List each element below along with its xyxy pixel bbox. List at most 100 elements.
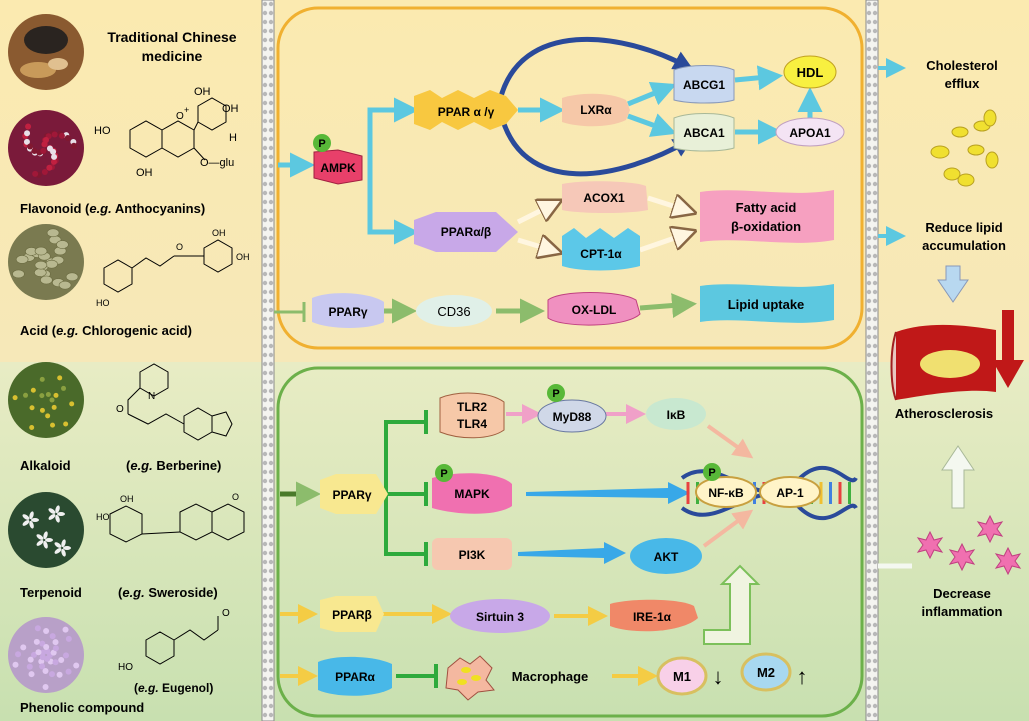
svg-text:Fatty acid: Fatty acid — [736, 200, 797, 215]
curve-arrow-bottom — [497, 109, 694, 177]
m2-up-arrow: ↑ — [797, 664, 808, 689]
svg-text:IκB: IκB — [667, 408, 686, 422]
svg-text:TLR4: TLR4 — [457, 417, 487, 431]
svg-text:AKT: AKT — [654, 550, 679, 564]
up-arrow-from-inflammation — [941, 445, 975, 509]
acid-label: Acid (e.g. Chlorogenic acid) — [20, 323, 192, 338]
phospho-mapk: P — [435, 464, 453, 482]
m1-down-arrow: ↓ — [713, 664, 724, 689]
svg-text:PPARβ: PPARβ — [332, 608, 372, 622]
node-cd36: CD36 — [416, 295, 492, 327]
alkaloid-photo — [8, 362, 84, 438]
node-acox1: ACOX1 — [562, 181, 648, 213]
node-oxldl: OX-LDL — [547, 292, 641, 326]
eugenol-label: (e.g. Eugenol) — [134, 681, 213, 695]
inflammation-stars — [916, 514, 1022, 576]
sweroside-structure — [109, 503, 245, 543]
macrophage-label: Macrophage — [512, 669, 589, 684]
chem-h: H — [229, 132, 237, 144]
anthocyanin-structure — [129, 97, 227, 161]
pi3k-to-akt-arrow — [518, 542, 626, 564]
svg-text:TLR2: TLR2 — [457, 400, 487, 414]
node-lipid-uptake: Lipid uptake — [700, 284, 834, 323]
node-abca1: ABCA1 — [673, 113, 735, 152]
chem-oh-9: HO — [96, 512, 110, 522]
chem-o-2: O — [116, 404, 124, 415]
blue-arrows — [278, 65, 823, 245]
node-ap1: AP-1 — [759, 476, 821, 508]
chem-o-plus: O — [176, 111, 184, 122]
artery-illustration — [890, 324, 996, 401]
membrane-right — [865, 0, 879, 721]
node-fatty-acid-oxidation: Fatty acid β-oxidation — [700, 190, 834, 243]
salmon-arrows — [702, 424, 754, 548]
cholesterol-efflux-2: efflux — [945, 76, 980, 91]
svg-text:M1: M1 — [673, 669, 691, 684]
atherosclerosis-down-arrow — [992, 310, 1024, 388]
svg-text:MyD88: MyD88 — [553, 410, 592, 424]
chem-oh-10: HO — [118, 662, 133, 673]
pparg-inhibition-branches — [384, 410, 438, 688]
phenolic-label: Phenolic compound — [20, 700, 144, 715]
chem-o-4: O — [222, 608, 230, 619]
svg-text:NF-κB: NF-κB — [708, 486, 744, 500]
decrease-inflammation-2: inflammation — [922, 604, 1003, 619]
svg-text:P: P — [552, 388, 559, 400]
lipid-droplets — [930, 109, 999, 187]
node-tlr: TLR2 TLR4 — [439, 392, 505, 439]
inflammation-background — [0, 362, 1029, 721]
outcome-arrows — [878, 58, 906, 246]
node-ire1a: IRE-1α — [610, 599, 698, 632]
coffee-beans-photo — [8, 224, 84, 300]
svg-text:M2: M2 — [757, 665, 775, 680]
svg-text:HDL: HDL — [797, 65, 824, 80]
svg-text:PPARα/β: PPARα/β — [441, 225, 491, 239]
open-arrows — [516, 198, 692, 252]
phospho-ampk: P — [313, 134, 331, 152]
atherosclerosis-label: Atherosclerosis — [895, 406, 993, 421]
node-pparg-lipid: PPARγ — [312, 293, 384, 328]
chem-oh-6: OH — [212, 228, 226, 238]
svg-text:ABCA1: ABCA1 — [683, 126, 725, 140]
svg-text:β-oxidation: β-oxidation — [731, 219, 801, 234]
svg-text:MAPK: MAPK — [454, 487, 490, 501]
chem-oh-2: OH — [194, 86, 211, 98]
membrane-left — [261, 0, 275, 721]
svg-text:P: P — [708, 467, 715, 479]
svg-text:PPARγ: PPARγ — [332, 488, 371, 502]
terpenoid-label: Terpenoid — [20, 585, 82, 600]
node-pparb: PPARβ — [320, 596, 384, 632]
node-m2: M2 — [740, 652, 792, 692]
mapk-to-nfkb-arrow — [526, 482, 690, 504]
chem-plus: + — [184, 105, 189, 115]
node-pi3k: PI3K — [432, 538, 512, 570]
svg-text:ACOX1: ACOX1 — [583, 191, 625, 205]
yellow-arrows — [280, 604, 658, 686]
ire1a-arrow — [703, 564, 761, 645]
node-ppar-ab: PPARα/β — [414, 212, 518, 252]
svg-text:P: P — [440, 468, 447, 480]
node-pparg-inflam: PPARγ — [320, 474, 388, 514]
lipid-pathway-box — [276, 6, 864, 350]
tcm-label-2: medicine — [142, 48, 203, 64]
alkaloid-label: Alkaloid — [20, 458, 71, 473]
node-myd88: MyD88 — [537, 399, 607, 433]
sweroside-label: (e.g. Sweroside) — [118, 585, 218, 600]
svg-text:PPAR α /γ: PPAR α /γ — [438, 105, 495, 119]
svg-text:APOA1: APOA1 — [789, 126, 831, 140]
node-nfkb: NF-κB — [695, 476, 757, 508]
svg-text:ABCG1: ABCG1 — [683, 78, 725, 92]
node-hdl: HDL — [783, 55, 837, 89]
reduce-lipid-2: accumulation — [922, 238, 1006, 253]
flavonoid-photo — [8, 110, 84, 186]
svg-text:LXRα: LXRα — [580, 103, 612, 117]
green-arrows — [384, 293, 697, 324]
node-m1: M1 — [656, 656, 708, 696]
decrease-inflammation-1: Decrease — [933, 586, 991, 601]
node-cpt1a: CPT-1α — [562, 228, 640, 271]
down-arrow-to-artery — [937, 265, 969, 303]
svg-text:AMPK: AMPK — [320, 161, 356, 175]
chem-oh-8: OH — [120, 494, 134, 504]
